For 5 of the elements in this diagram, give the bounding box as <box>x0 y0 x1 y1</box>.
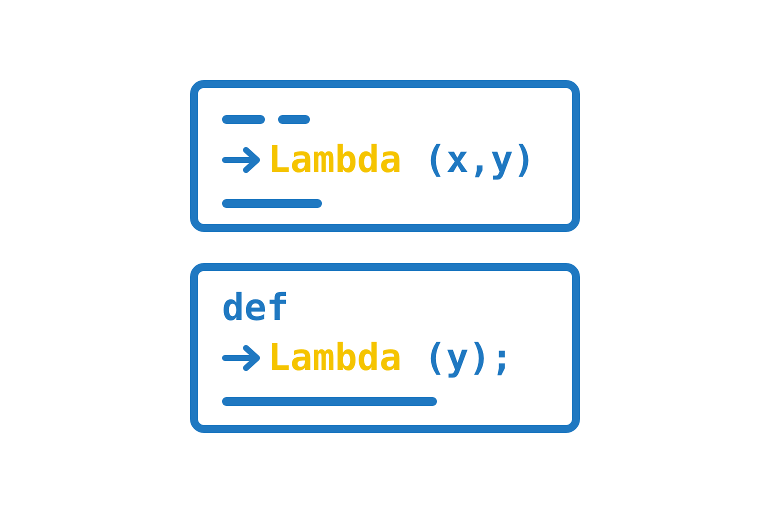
code-card <box>190 263 580 433</box>
code-card <box>190 80 580 232</box>
code-text: Lambda (y); <box>268 336 514 380</box>
keyword-text: def <box>222 286 289 330</box>
code-text: Lambda (x,y) <box>268 138 536 182</box>
